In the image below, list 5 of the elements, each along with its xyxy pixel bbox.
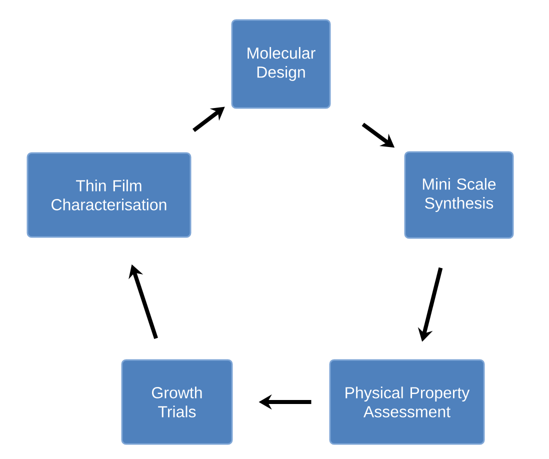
process-box: Thin Film Characterisation [26,152,192,238]
process-box: Physical Property Assessment [329,359,485,445]
process-box: Mini Scale Synthesis [404,151,514,239]
process-box: Molecular Design [231,19,331,109]
process-box: Growth Trials [121,359,233,445]
